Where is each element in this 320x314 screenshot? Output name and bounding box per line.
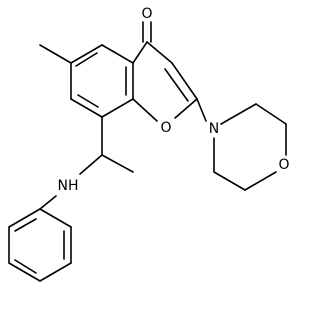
bond bbox=[8, 262, 41, 282]
bond bbox=[132, 41, 148, 64]
bond bbox=[196, 98, 207, 122]
bond bbox=[79, 154, 103, 175]
chemical-structure-diagram: O O N O NH bbox=[8, 6, 289, 282]
ring-oxygen-label: O bbox=[160, 120, 171, 136]
bond bbox=[8, 208, 41, 228]
structure-canvas: O O N O NH bbox=[8, 6, 289, 282]
bond bbox=[244, 171, 277, 191]
morpholine-oxygen-label: O bbox=[278, 157, 289, 173]
morpholine-nitrogen-label: N bbox=[209, 121, 219, 137]
bond bbox=[174, 98, 198, 119]
bond bbox=[14, 218, 37, 232]
bond bbox=[70, 98, 103, 118]
bond bbox=[77, 94, 99, 108]
carbonyl-oxygen-label: O bbox=[141, 6, 152, 22]
bond bbox=[132, 98, 158, 122]
bond bbox=[164, 68, 189, 102]
bond bbox=[101, 44, 134, 64]
bond bbox=[39, 262, 72, 282]
bond bbox=[213, 171, 246, 191]
bond bbox=[101, 98, 134, 118]
bond bbox=[220, 103, 257, 125]
bond bbox=[255, 103, 287, 125]
bond bbox=[39, 208, 72, 228]
bond bbox=[101, 154, 134, 173]
bond bbox=[146, 41, 173, 64]
bond bbox=[39, 44, 72, 64]
bond bbox=[171, 62, 198, 100]
amine-nh-label: NH bbox=[58, 178, 79, 194]
bond bbox=[75, 52, 98, 67]
bond bbox=[70, 44, 103, 64]
bond bbox=[14, 259, 37, 274]
bond bbox=[39, 195, 57, 210]
